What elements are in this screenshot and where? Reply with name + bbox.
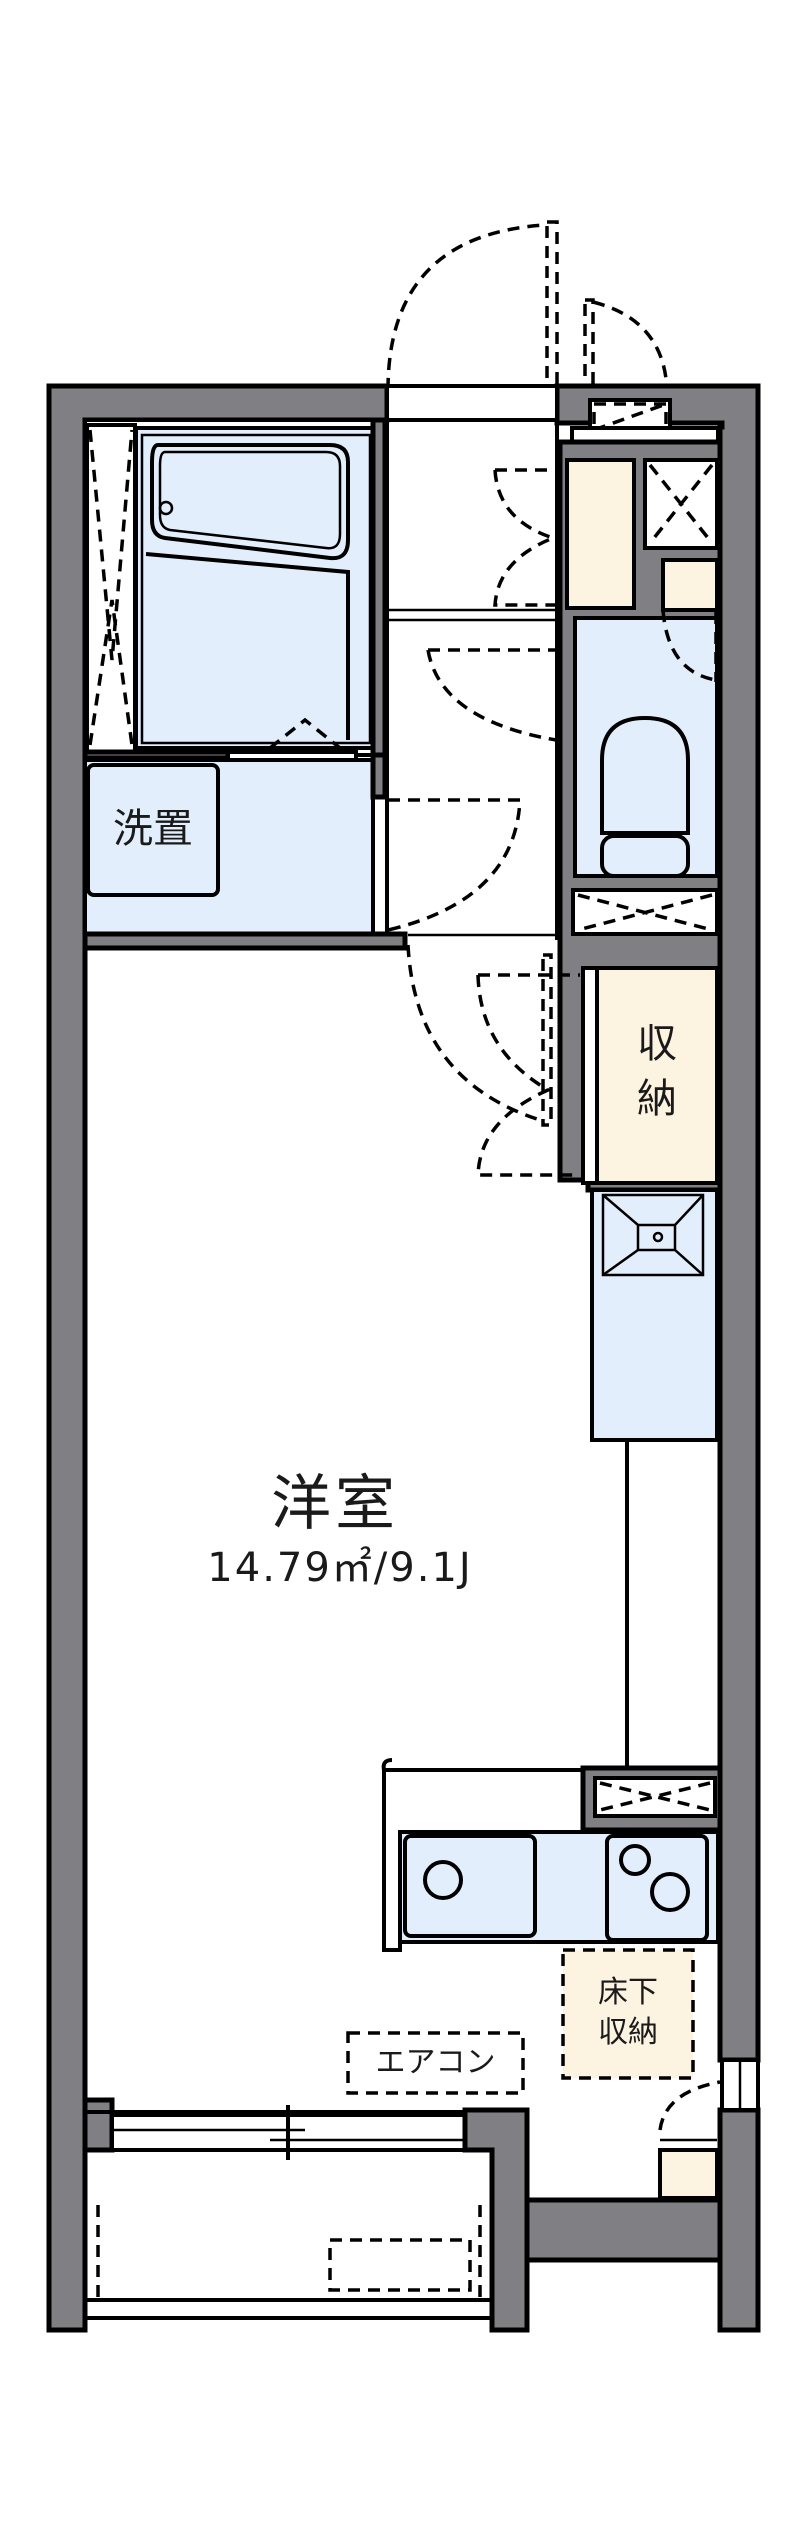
underfloor-storage-line1: 床下 (598, 1975, 658, 2010)
washbasin-icon (601, 1193, 705, 1277)
washer-space (86, 763, 220, 897)
ceiling-hatch-x (577, 893, 713, 932)
main-room-name: 洋室 (271, 1469, 399, 1539)
shoe-cabinet (565, 458, 636, 610)
burner-1 (619, 1844, 651, 1876)
outdoor-unit (328, 2238, 472, 2292)
wash-room-wall (82, 931, 408, 951)
toilet-shelf (661, 558, 719, 612)
washer-space-label: 洗置 (113, 806, 193, 852)
utility-cabinet (658, 2148, 719, 2200)
bath-folding-door (88, 429, 134, 746)
main-room-size: 14.79㎡/9.1J (207, 1545, 473, 1591)
air-conditioner-label: エアコン (375, 2045, 496, 2080)
closet-front (581, 966, 599, 1185)
utility-door-swing (658, 2080, 721, 2131)
pipe-shaft-x (648, 463, 714, 545)
bottom-right-wall (524, 2197, 723, 2263)
closet-label-line1: 収 (637, 1021, 677, 1067)
air-conditioner (346, 2031, 525, 2095)
stove (605, 1834, 709, 1942)
entrance-door-swing (386, 220, 559, 392)
toilet-icon (600, 715, 690, 878)
fridge-space (590, 1188, 719, 1442)
sink (403, 1834, 537, 1938)
hallway (385, 420, 580, 1177)
sink-drain (423, 1860, 463, 1900)
underfloor-storage-line2: 収納 (598, 2015, 658, 2050)
meter-box-door-swing (583, 298, 669, 392)
balcony (85, 2148, 492, 2320)
bathroom (83, 418, 385, 757)
burner-2 (650, 1872, 690, 1912)
balcony-window (82, 2097, 530, 2333)
entrance-threshold (385, 384, 559, 422)
closet (595, 966, 719, 1185)
wash-wall-top (82, 749, 231, 761)
toilet-door-swing (661, 609, 717, 682)
wash-wall-stub (370, 752, 388, 800)
bath-wall-fill (370, 417, 388, 758)
underfloor-storage (561, 1948, 695, 2080)
kitchen-hatch (593, 1776, 717, 1818)
kitchen-counter (398, 1830, 720, 1944)
closet-label-line2: 納 (637, 1076, 677, 1122)
